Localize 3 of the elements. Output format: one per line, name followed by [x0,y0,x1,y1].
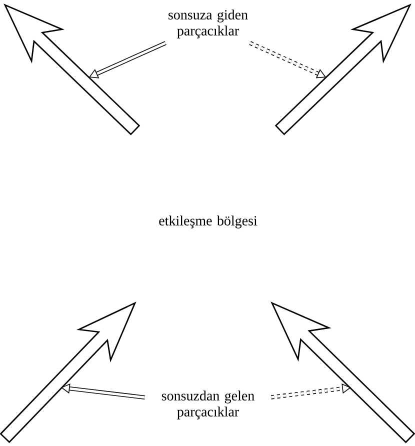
text-label: sonsuzdan gelen parçacıklar [162,390,254,420]
text-label: sonsuza giden parçacıklar [168,10,248,38]
text-label: etkileşme bölgesi [159,216,258,228]
